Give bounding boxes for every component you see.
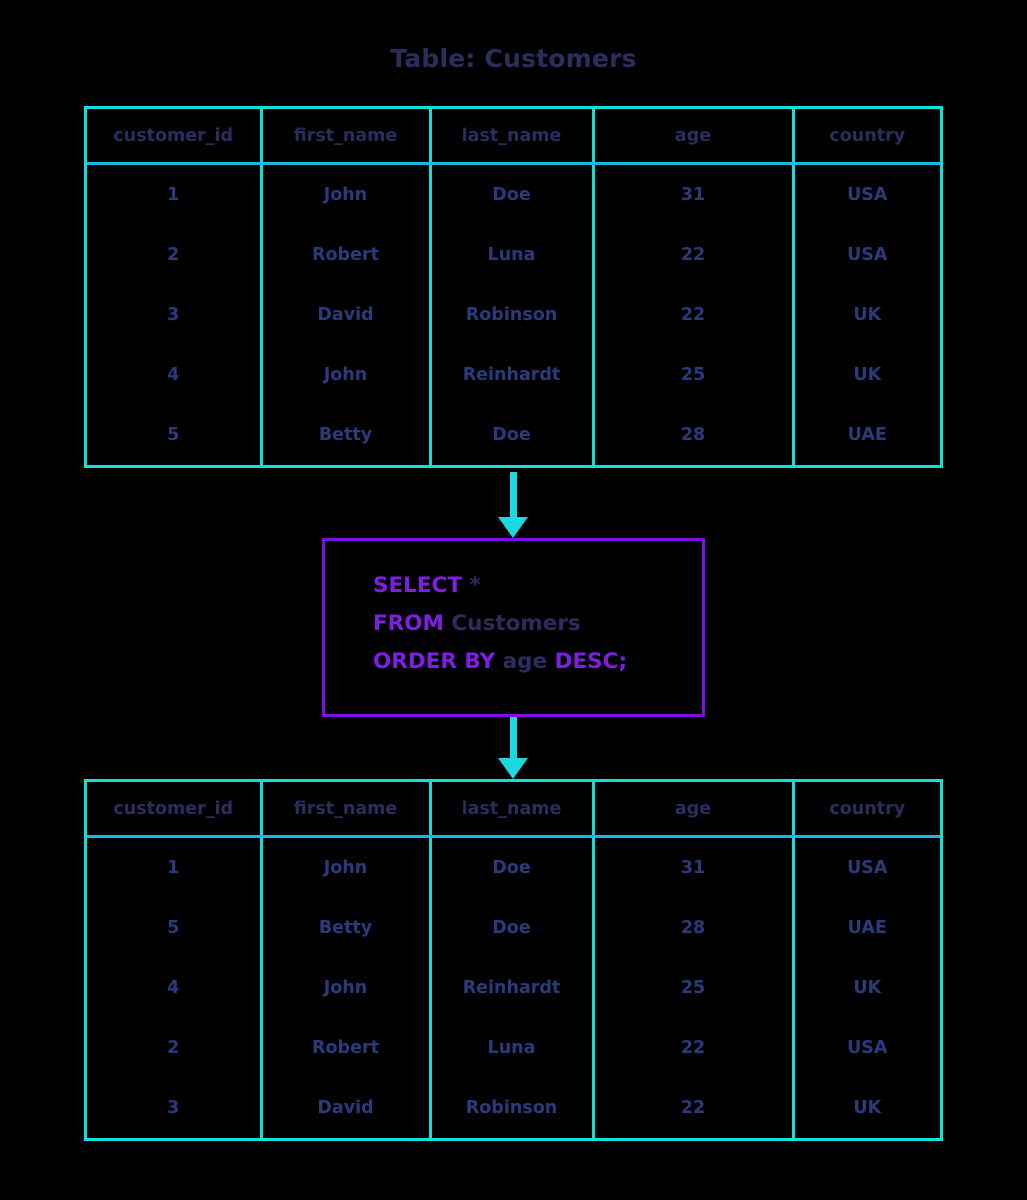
cell-age: 22 bbox=[593, 1018, 795, 1078]
column-header-country: country bbox=[793, 109, 940, 165]
column-header-age: age bbox=[593, 782, 795, 838]
cell-age: 22 bbox=[593, 225, 795, 285]
cell-age: 22 bbox=[593, 1078, 795, 1138]
cell-customer_id: 4 bbox=[87, 345, 263, 405]
table-row: 2 Robert Luna 22 USA bbox=[87, 225, 940, 285]
cell-first_name: David bbox=[261, 285, 432, 345]
cell-last_name: Reinhardt bbox=[430, 345, 595, 405]
cell-last_name: Doe bbox=[430, 405, 595, 465]
result-table-grid: customer_id first_name last_name age cou… bbox=[87, 782, 940, 1138]
table-header-row: customer_id first_name last_name age cou… bbox=[87, 109, 940, 165]
table-row: 3 David Robinson 22 UK bbox=[87, 1078, 940, 1138]
column-header-customer_id: customer_id bbox=[87, 109, 263, 165]
table-row: 3 David Robinson 22 UK bbox=[87, 285, 940, 345]
table-row: 4 John Reinhardt 25 UK bbox=[87, 345, 940, 405]
cell-country: UK bbox=[853, 1098, 882, 1118]
column-header-last_name: last_name bbox=[430, 782, 595, 838]
table-row: 5 Betty Doe 28 UAE bbox=[87, 898, 940, 958]
column-header-first_name: first_name bbox=[261, 109, 432, 165]
sql-keyword-desc: DESC bbox=[554, 649, 619, 674]
sql-table-name: Customers bbox=[443, 611, 581, 636]
column-header-last_name: last_name bbox=[430, 109, 595, 165]
cell-first_name: David bbox=[261, 1078, 432, 1138]
arrow-shaft bbox=[510, 472, 517, 518]
cell-last_name: Doe bbox=[430, 836, 595, 898]
table-row: 4 John Reinhardt 25 UK bbox=[87, 958, 940, 1018]
cell-last_name: Doe bbox=[430, 898, 595, 958]
cell-country: UK bbox=[853, 978, 882, 998]
cell-age: 31 bbox=[593, 836, 795, 898]
column-header-age: age bbox=[593, 109, 795, 165]
sql-query-code: SELECT * FROM Customers ORDER BY age DES… bbox=[373, 567, 627, 681]
page-title: Table: Customers bbox=[390, 44, 637, 73]
cell-country: UK bbox=[853, 365, 882, 385]
cell-last_name: Reinhardt bbox=[430, 958, 595, 1018]
table-row: 2 Robert Luna 22 USA bbox=[87, 1018, 940, 1078]
cell-age: 25 bbox=[593, 345, 795, 405]
cell-customer_id: 3 bbox=[87, 1078, 263, 1138]
cell-age: 31 bbox=[593, 163, 795, 225]
cell-first_name: Betty bbox=[261, 405, 432, 465]
arrow-head bbox=[498, 517, 528, 538]
cell-last_name: Robinson bbox=[430, 1078, 595, 1138]
table-header-row: customer_id first_name last_name age cou… bbox=[87, 782, 940, 838]
cell-last_name: Doe bbox=[430, 163, 595, 225]
arrow-table-to-query-icon bbox=[498, 472, 529, 538]
cell-first_name: Robert bbox=[261, 225, 432, 285]
column-header-country: country bbox=[793, 782, 940, 838]
arrow-head bbox=[498, 758, 528, 779]
table-row: 1 John Doe 31 USA bbox=[87, 836, 940, 898]
cell-country: USA bbox=[847, 858, 888, 878]
sql-keyword-select: SELECT bbox=[373, 573, 463, 598]
cell-last_name: Luna bbox=[430, 225, 595, 285]
cell-country: USA bbox=[847, 245, 888, 265]
sql-terminator: ; bbox=[618, 649, 628, 674]
sql-keyword-order-by: ORDER BY bbox=[373, 649, 496, 674]
cell-first_name: John bbox=[261, 836, 432, 898]
table-row: 5 Betty Doe 28 UAE bbox=[87, 405, 940, 465]
cell-country: USA bbox=[847, 185, 888, 205]
arrow-shaft bbox=[510, 717, 517, 759]
sql-keyword-from: FROM bbox=[373, 611, 444, 636]
cell-customer_id: 2 bbox=[87, 1018, 263, 1078]
cell-first_name: John bbox=[261, 345, 432, 405]
cell-age: 25 bbox=[593, 958, 795, 1018]
arrow-query-to-result-icon bbox=[498, 717, 529, 779]
cell-last_name: Robinson bbox=[430, 285, 595, 345]
cell-customer_id: 1 bbox=[87, 163, 263, 225]
sql-query-box: SELECT * FROM Customers ORDER BY age DES… bbox=[322, 538, 705, 717]
cell-age: 22 bbox=[593, 285, 795, 345]
column-header-first_name: first_name bbox=[261, 782, 432, 838]
cell-country: USA bbox=[847, 1038, 888, 1058]
result-table: customer_id first_name last_name age cou… bbox=[84, 779, 943, 1141]
source-table: customer_id first_name last_name age cou… bbox=[84, 106, 943, 468]
cell-first_name: John bbox=[261, 958, 432, 1018]
column-header-customer_id: customer_id bbox=[87, 782, 263, 838]
cell-customer_id: 4 bbox=[87, 958, 263, 1018]
source-table-grid: customer_id first_name last_name age cou… bbox=[87, 109, 940, 465]
cell-first_name: John bbox=[261, 163, 432, 225]
table-row: 1 John Doe 31 USA bbox=[87, 163, 940, 225]
cell-age: 28 bbox=[593, 898, 795, 958]
cell-first_name: Robert bbox=[261, 1018, 432, 1078]
sql-star: * bbox=[462, 573, 481, 598]
sql-order-column: age bbox=[495, 649, 555, 674]
cell-customer_id: 5 bbox=[87, 405, 263, 465]
cell-age: 28 bbox=[593, 405, 795, 465]
cell-country: UAE bbox=[847, 425, 887, 445]
cell-customer_id: 5 bbox=[87, 898, 263, 958]
cell-country: UAE bbox=[847, 918, 887, 938]
cell-country: UK bbox=[853, 305, 882, 325]
cell-first_name: Betty bbox=[261, 898, 432, 958]
cell-last_name: Luna bbox=[430, 1018, 595, 1078]
cell-customer_id: 2 bbox=[87, 225, 263, 285]
cell-customer_id: 1 bbox=[87, 836, 263, 898]
cell-customer_id: 3 bbox=[87, 285, 263, 345]
